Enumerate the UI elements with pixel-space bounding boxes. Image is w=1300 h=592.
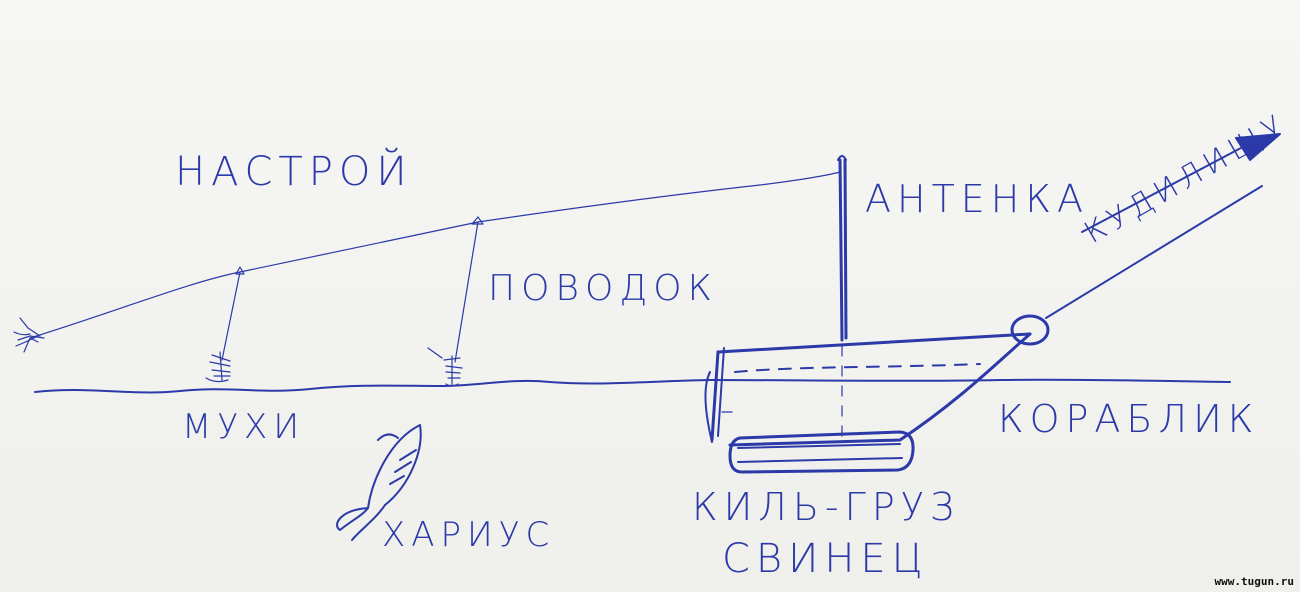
boat <box>704 332 1032 447</box>
grayling-fish-icon <box>336 424 422 541</box>
label-antenka: АНТЕНКА <box>865 177 1089 221</box>
arrow-to-rod <box>1081 139 1257 233</box>
boat-ring <box>1010 314 1050 346</box>
antenna-tip <box>837 155 847 161</box>
label-nastroy: НАСТРОЙ <box>175 147 413 195</box>
label-svinets: СВИНЕЦ <box>722 536 929 582</box>
fly-1 <box>205 351 231 383</box>
leader-line-2 <box>454 221 479 363</box>
label-kudilishu: КУДИЛИЩУ <box>1079 106 1295 251</box>
arrow-head <box>1235 133 1281 161</box>
fly-2 <box>427 347 463 387</box>
main-line <box>29 171 841 339</box>
antenna-pole <box>838 158 848 342</box>
watermark: www.tugun.ru <box>1214 575 1294 588</box>
label-kharius: ХАРИУС <box>382 515 555 555</box>
leader-knot-2 <box>471 216 484 225</box>
fly-end <box>13 317 45 353</box>
leader-knot-1 <box>235 266 245 275</box>
leader-line-1 <box>221 271 241 361</box>
keel-weight <box>728 430 915 474</box>
label-kil-gruz: КИЛЬ-ГРУЗ <box>692 485 960 529</box>
water-line <box>34 378 1231 394</box>
label-povodok: ПОВОДОК <box>488 268 718 309</box>
line-to-rod <box>1045 185 1263 319</box>
label-mukhi: МУХИ <box>182 407 305 447</box>
label-korablik: КОРАБЛИК <box>998 397 1259 441</box>
